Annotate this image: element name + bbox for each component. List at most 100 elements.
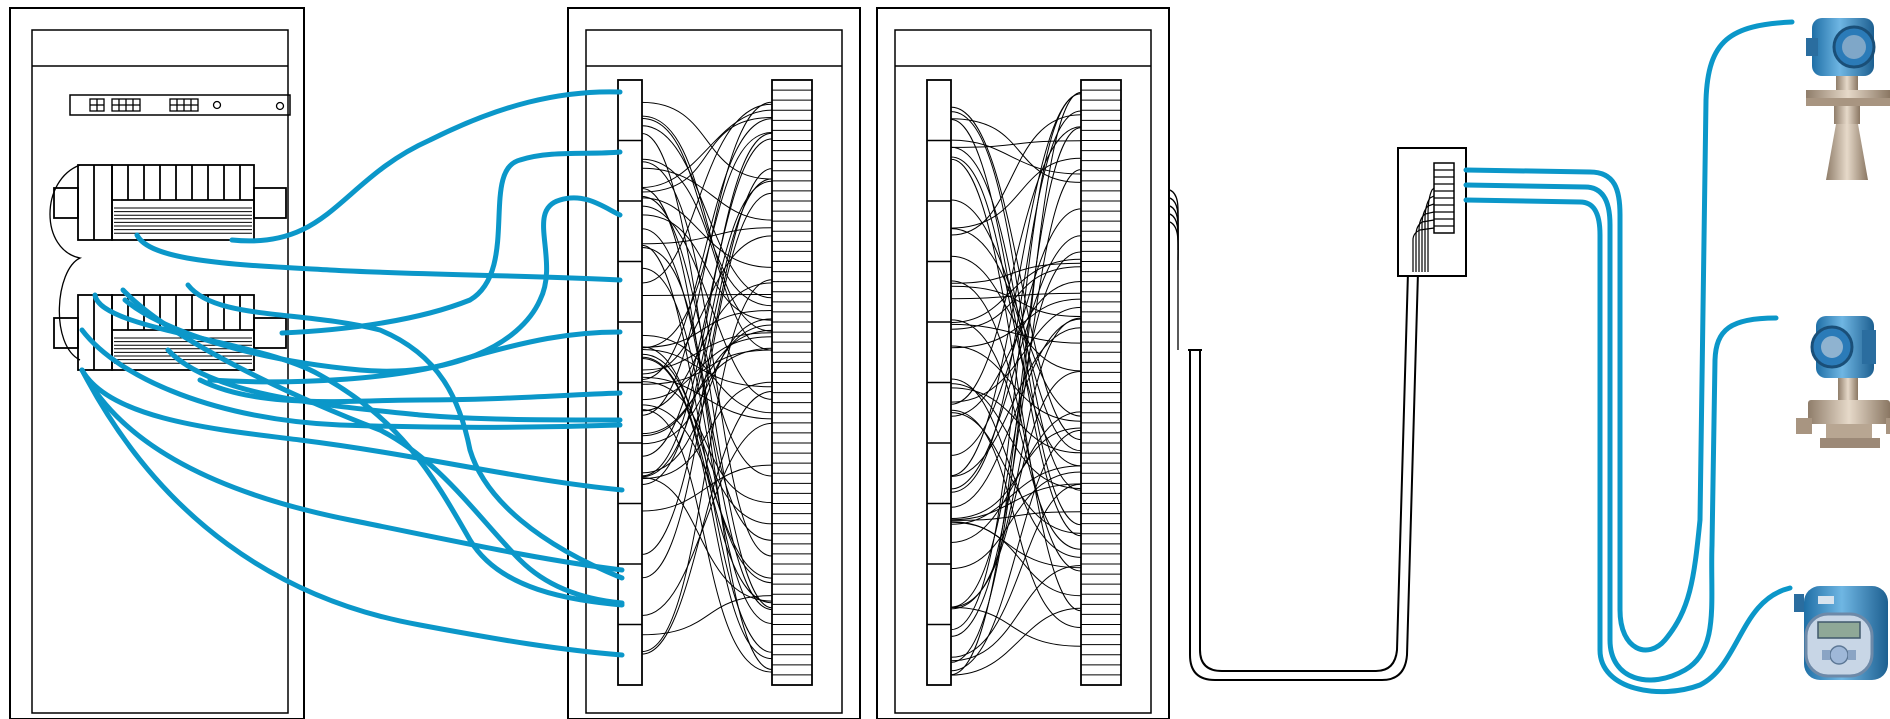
cross-wire	[950, 465, 1082, 525]
cross-wire	[950, 255, 1082, 372]
cross-wire	[950, 606, 1082, 647]
cross-wire	[950, 118, 1082, 183]
cross-wire	[641, 356, 773, 604]
marshalling-cabinet-2-frame	[876, 7, 1170, 719]
cross-wire	[641, 161, 773, 557]
cross-wire	[641, 353, 773, 525]
cross-wire	[950, 110, 1082, 493]
control-to-marshalling-cable	[79, 367, 625, 573]
cross-wire	[950, 317, 1082, 610]
marshalling-cabinet-2-field-terminals	[926, 79, 952, 686]
cross-wire	[641, 227, 773, 245]
cross-wire	[641, 336, 773, 401]
cross-wire	[950, 306, 1082, 403]
cross-wire	[641, 404, 773, 579]
marshalling-cabinet-2-inner-frame	[894, 29, 1152, 714]
cross-wire	[950, 146, 1082, 526]
cross-wire	[950, 409, 1082, 628]
control-cabinet	[9, 7, 305, 719]
cross-wire	[641, 595, 773, 636]
cross-wire	[641, 235, 773, 375]
radar-level-transmitter-icon	[1806, 18, 1890, 180]
cross-wire	[950, 139, 1082, 175]
marshalling-cabinet-2-cross-wiring	[950, 91, 1082, 676]
cross-wire	[641, 167, 773, 221]
cross-wire	[950, 298, 1082, 349]
cross-wire	[950, 607, 1082, 676]
cross-wire	[641, 247, 773, 541]
cross-wire	[950, 199, 1082, 417]
cross-wire	[950, 521, 1082, 597]
io-rack-1	[53, 164, 287, 241]
pressure-transmitter-icon	[1796, 316, 1890, 448]
cross-wire	[950, 383, 1082, 490]
control-to-marshalling-cable	[197, 377, 623, 405]
control-to-marshalling-cable	[79, 327, 623, 430]
cross-wire	[950, 114, 1082, 236]
cross-wire	[641, 125, 773, 299]
cross-wire	[641, 346, 773, 584]
cross-wire	[641, 282, 773, 412]
multicore-cable	[1169, 189, 1419, 681]
cross-wire	[641, 391, 773, 655]
cross-wire	[641, 228, 773, 611]
rail-connectors	[89, 98, 285, 112]
cross-wire	[950, 111, 1082, 491]
cross-wire	[950, 285, 1082, 317]
cross-wire	[641, 158, 773, 351]
control-to-marshalling-cable	[185, 282, 625, 581]
junction-to-instrument-cable	[1463, 197, 1793, 694]
marshalling-cabinet-1	[567, 7, 861, 719]
cross-wire	[641, 118, 773, 380]
cross-wire	[950, 106, 1082, 441]
control-to-marshalling-cable	[79, 367, 625, 658]
cross-wire	[950, 318, 1082, 508]
marshalling-cabinet-2-system-terminals	[1080, 79, 1122, 686]
cross-wire	[641, 409, 773, 673]
control-to-marshalling-cable	[229, 89, 623, 244]
cross-wire	[641, 358, 773, 660]
cross-wire	[641, 477, 773, 602]
junction-box-cores	[1412, 187, 1435, 272]
cross-wire	[950, 323, 1082, 344]
cross-wire	[950, 319, 1082, 550]
cross-wire	[641, 381, 773, 504]
cross-wire	[950, 483, 1082, 658]
control-to-marshalling-cable	[79, 367, 625, 493]
cross-wire	[641, 205, 773, 400]
control-cabinet-inner-frame	[31, 29, 289, 714]
multicore-cable-sheath-inner	[1199, 271, 1409, 672]
marshalling-cabinet-1-system-terminals	[771, 79, 813, 686]
junction-box-terminals	[1434, 169, 1454, 227]
cross-wire	[950, 521, 1082, 569]
cross-wire	[641, 192, 773, 579]
cross-wire	[641, 197, 773, 268]
cross-wire	[641, 132, 773, 477]
cross-wire	[950, 511, 1082, 521]
cross-wire	[950, 156, 1082, 467]
cross-wire	[950, 281, 1082, 417]
marshalling-cabinet-1-frame	[567, 7, 861, 719]
cross-wire	[950, 565, 1082, 662]
multicore-cable-sheath-outer	[1189, 271, 1419, 681]
cross-wire	[950, 157, 1082, 229]
marshalling-cabinet-1-field-terminals	[617, 79, 643, 686]
cross-wire	[641, 196, 773, 477]
cross-wire	[950, 127, 1082, 676]
cross-wire	[641, 101, 773, 416]
cross-wire	[950, 158, 1082, 612]
cross-wire	[950, 228, 1082, 452]
cross-wire	[950, 327, 1082, 477]
control-to-marshalling-cable	[122, 195, 623, 374]
cross-wire	[950, 471, 1082, 570]
marshalling-cabinet-2	[876, 7, 1170, 719]
cross-wire	[641, 267, 773, 624]
cross-wire	[641, 332, 773, 371]
cross-wire	[950, 91, 1082, 663]
cross-wire	[641, 109, 773, 188]
cross-wire	[950, 280, 1082, 572]
marshalling-cabinet-1-inner-frame	[585, 29, 843, 714]
control-to-marshalling-cable	[92, 292, 625, 608]
cross-wire	[950, 169, 1082, 637]
